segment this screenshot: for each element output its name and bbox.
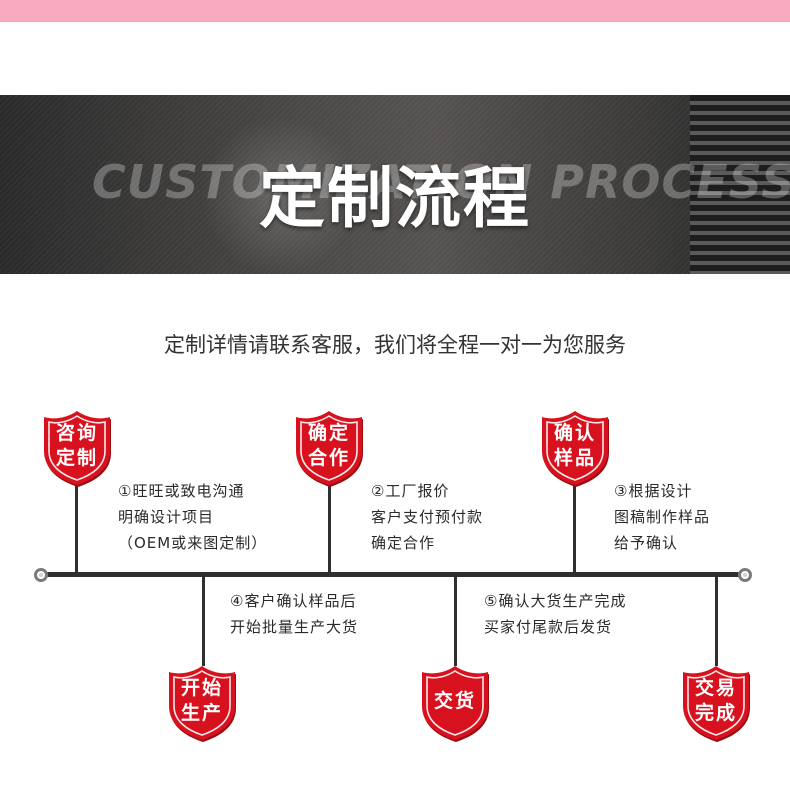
shield-icon xyxy=(542,411,609,487)
description-line: 开始批量生产大货 xyxy=(230,618,359,636)
connector-step-2 xyxy=(328,484,331,574)
step-4-description: ④客户确认样品后 开始批量生产大货 xyxy=(230,588,358,640)
connector-step-6 xyxy=(715,576,718,666)
badge-step-1: 咨询 定制 xyxy=(40,407,114,487)
badge-label: 咨询 定制 xyxy=(55,422,98,469)
shield-icon xyxy=(44,411,111,487)
description-line: ⑤确认大货生产完成 xyxy=(484,592,627,610)
badge-label: 交易 完成 xyxy=(694,677,737,724)
step-2-description: ②工厂报价 客户支付预付款 确定合作 xyxy=(371,478,483,556)
badge-label: 确认 样品 xyxy=(553,422,596,469)
timeline-line xyxy=(44,572,746,577)
banner-blinds xyxy=(690,95,790,274)
page-title: 定制流程 xyxy=(259,160,531,237)
badge-step-5: 交货 xyxy=(418,662,492,742)
step-3-description: ③根据设计 图稿制作样品 给予确认 xyxy=(614,478,710,556)
banner-glow xyxy=(200,115,360,274)
description-line: ④客户确认样品后 xyxy=(230,592,357,610)
badge-step-2: 确定 合作 xyxy=(292,407,366,487)
shield-icon xyxy=(683,666,750,742)
badge-label: 开始 生产 xyxy=(180,677,223,724)
description-line: 图稿制作样品 xyxy=(614,508,711,526)
connector-step-1 xyxy=(75,484,78,574)
description-line: 买家付尾款后发货 xyxy=(484,618,613,636)
shield-icon xyxy=(422,666,489,742)
badge-label: 确定 合作 xyxy=(307,422,350,469)
description-line: 给予确认 xyxy=(614,534,679,552)
description-line: 明确设计项目 xyxy=(118,508,215,526)
description-line: 客户支付预付款 xyxy=(371,508,484,526)
timeline-end-endpoint xyxy=(738,568,752,582)
connector-step-4 xyxy=(202,576,205,666)
connector-step-5 xyxy=(454,576,457,666)
badge-step-3: 确认 样品 xyxy=(538,407,612,487)
badge-label: 交货 xyxy=(433,689,476,712)
shield-icon xyxy=(169,666,236,742)
top-accent-bar xyxy=(0,0,790,22)
timeline-start-endpoint xyxy=(34,568,48,582)
description-line: 确定合作 xyxy=(371,534,436,552)
step-5-description: ⑤确认大货生产完成 买家付尾款后发货 xyxy=(484,588,626,640)
description-line: ③根据设计 xyxy=(614,482,693,500)
subtitle: 定制详情请联系客服，我们将全程一对一为您服务 xyxy=(164,333,626,357)
description-line: ①旺旺或致电沟通 xyxy=(118,482,245,500)
badge-step-4: 开始 生产 xyxy=(165,662,239,742)
description-line: ②工厂报价 xyxy=(371,482,450,500)
connector-step-3 xyxy=(573,484,576,574)
badge-step-6: 交易 完成 xyxy=(679,662,753,742)
step-1-description: ①旺旺或致电沟通 明确设计项目 （OEM或来图定制） xyxy=(118,478,267,556)
description-line: （OEM或来图定制） xyxy=(118,534,268,552)
banner: CUSTOMIZATION PROCESS 定制流程 xyxy=(0,95,790,274)
shield-icon xyxy=(296,411,363,487)
